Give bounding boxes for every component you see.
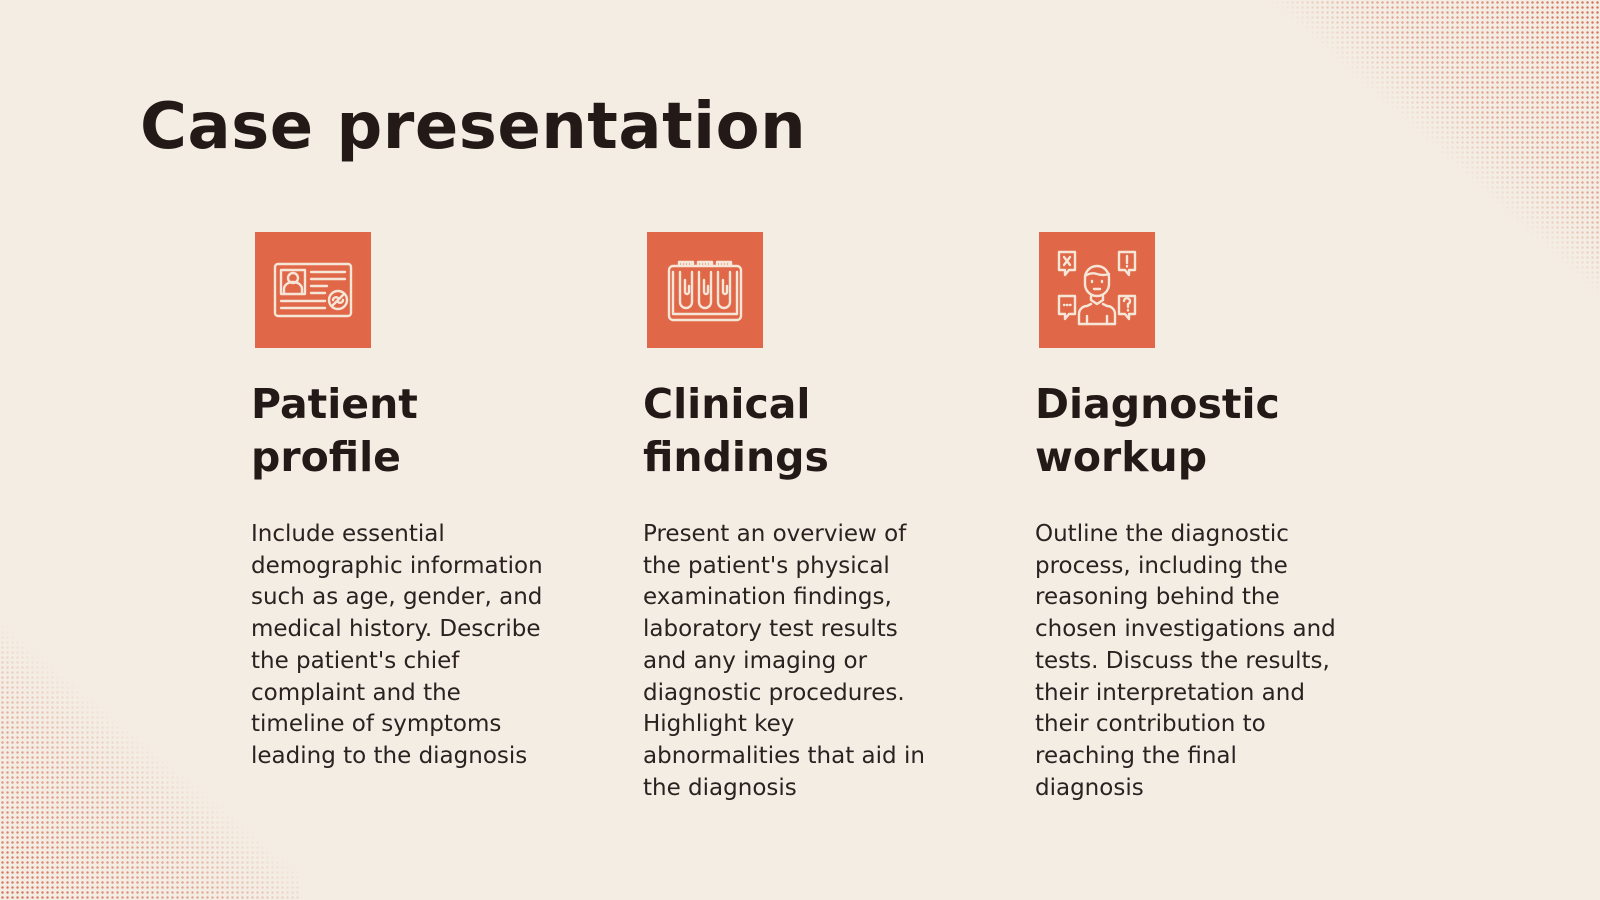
column-heading: Patient profile [251, 380, 418, 481]
column-body-text: Include essential demographic informatio… [251, 521, 543, 769]
column-diagnostic-workup: Diagnostic workup Outline the diagnostic… [1035, 232, 1369, 804]
id-card-icon [255, 232, 371, 348]
column-heading: Clinical findings [643, 380, 829, 481]
column-heading: Diagnostic workup [1035, 380, 1280, 481]
column-body-text: Present an overview of the patient's phy… [643, 521, 925, 801]
column-patient-profile: Patient profile Include essential demogr… [251, 232, 585, 773]
column-clinical-findings: Clinical findings Present an overview of… [643, 232, 977, 804]
test-tubes-icon [647, 232, 763, 348]
column-body-text: Outline the diagnostic process, includin… [1035, 521, 1336, 801]
doctor-questions-icon [1039, 232, 1155, 348]
slide-title: Case presentation [140, 90, 807, 164]
